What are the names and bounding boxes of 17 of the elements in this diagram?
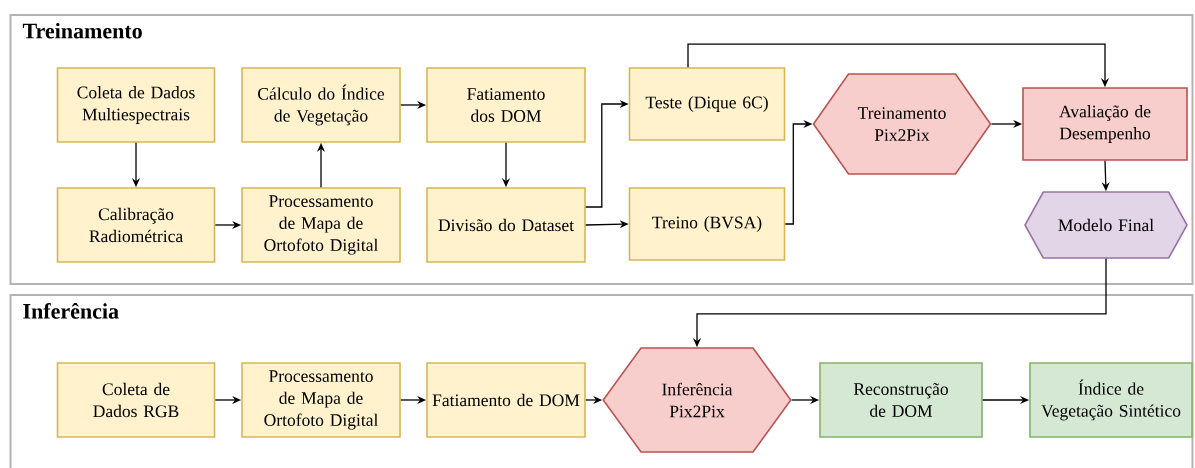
process-box: Fatiamento dos DOM	[426, 67, 586, 143]
process-box: Coleta de Dados RGB	[56, 362, 216, 438]
model-hexagon: Inferência Pix2Pix	[602, 347, 792, 453]
process-box: Fatiamento de DOM	[426, 362, 586, 438]
model-hexagon: Treinamento Pix2Pix	[812, 73, 992, 175]
process-box: Avaliação de Desempenho	[1022, 87, 1188, 161]
process-box: Processamento de Mapa de Ortofoto Digital	[241, 362, 401, 438]
process-box: Índice de Vegetação Sintético	[1029, 362, 1193, 438]
process-box: Cálculo do Índice de Vegetação	[241, 67, 401, 143]
process-box: Treino (BVSA)	[628, 187, 786, 261]
process-box: Divisão do Dataset	[426, 187, 586, 263]
process-box: Calibração Radiométrica	[56, 187, 216, 263]
process-box: Teste (Dique 6C)	[628, 67, 786, 141]
process-box: Processamento de Mapa de Ortofoto Digital	[241, 187, 401, 263]
process-box: Coleta de Dados Multiespectrais	[56, 67, 216, 143]
process-box: Reconstrução de DOM	[819, 362, 983, 438]
model-hexagon: Modelo Final	[1024, 191, 1188, 259]
